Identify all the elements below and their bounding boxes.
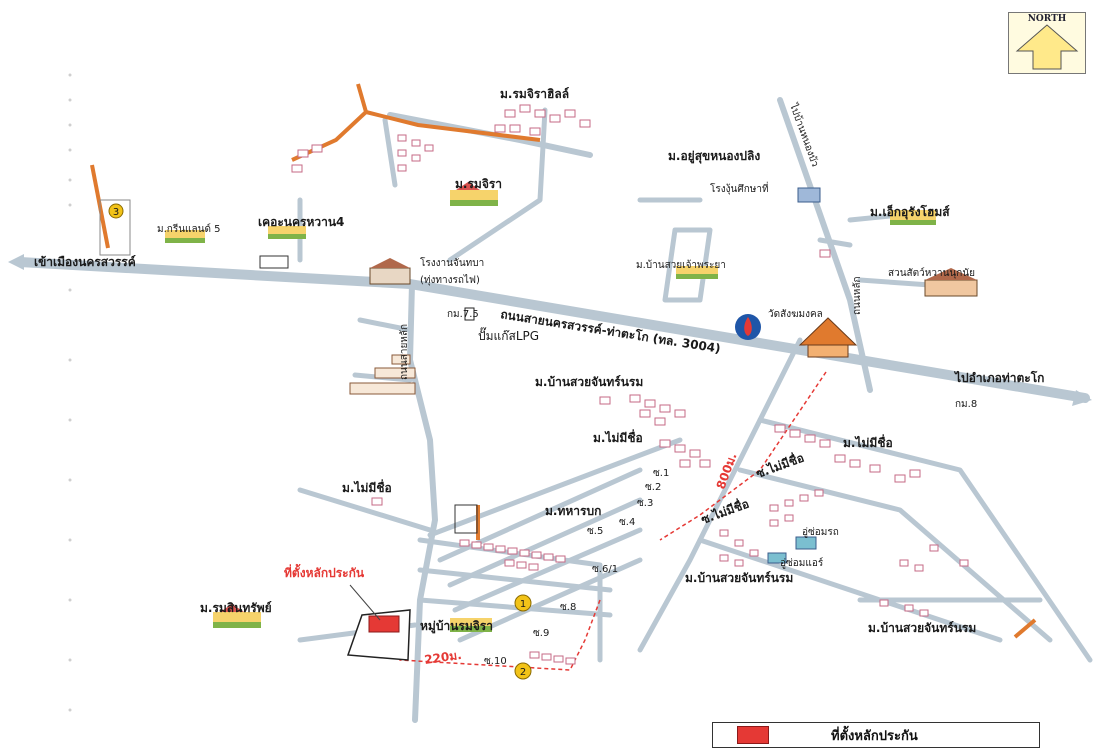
svg-text:3: 3 [113,207,119,218]
label-shop: อู่ซ่อมรถ [802,527,839,538]
temple-icon [798,317,858,358]
label-m-eak: ม.เอ็กอุรังโฮมส์ [870,204,950,220]
label-soi9: ซ.9 [533,628,549,639]
label-shop2: อู่ซ่อมแอร์ [780,557,824,569]
label-m-moo: หมู่บ้านรมจิรา [420,619,493,634]
gas-station-icon [735,314,761,340]
label-m-green: ม.กรีนแลนด์ 5 [157,223,220,235]
svg-text:2: 2 [520,667,526,678]
label-m-romsin: ม.รมสินทรัพย์ [200,601,272,615]
legend-text: ที่ตั้งหลักประกัน [831,728,918,744]
legend-swatch [737,726,769,744]
route-800m [659,371,827,541]
label-m-kha: เคอะนครหวาน4 [258,215,344,229]
label-soi4: ซ.4 [619,517,635,528]
marker-3: 3 [108,203,124,219]
house-clusters [291,104,969,665]
label-hospital2: (ทุ่งทางรถไฟ) [420,274,480,286]
label-m-ayu: ม.อยู่สุขหนองปลิง [668,149,760,164]
label-school: โรงงุ้นศึกษาที่ [710,181,769,195]
north-arrow: NORTH [1008,12,1086,74]
label-soi61: ซ.6/1 [592,564,618,575]
north-arrow-icon [1015,24,1079,70]
label-road-right: ถนนหลัก [852,276,863,315]
fuel-pump-icon [464,307,475,321]
north-label: NORTH [1027,14,1067,24]
marker-1: 1 [514,594,532,612]
label-m-maimee1: ม.ไม่มีชื่อ [593,429,643,445]
label-m-bansuay2: ม.บ้านสวยจันทร์นรม [685,571,793,585]
orange-roads [90,83,1037,639]
svg-text:1: 1 [520,599,526,610]
collateral-plot [346,584,411,661]
village-icons [165,182,978,632]
label-collateral-callout: ที่ตั้งหลักประกัน [284,563,365,580]
margin-dots [68,73,72,712]
label-to-nakhon-sawan: เข้าเมืองนครสวรรค์ [34,255,136,269]
label-soi1: ซ.1 [653,468,669,479]
small-structures [99,199,478,534]
label-lpg: ปั๊มแก๊สLPG [478,327,539,343]
label-m-bansuay3: ม.บ้านสวยจันทร์นรม [868,621,976,635]
label-m-bansuay1: ม.บ้านสวยจันทร์นรม [535,375,643,389]
label-hospital: โรงงานจันทบา [420,256,484,269]
legend: ที่ตั้งหลักประกัน [712,722,1040,748]
label-road-left: ถนนสายหลัก [399,324,410,380]
label-temple: วัดสังฆมงคล [768,309,823,320]
marker-2: 2 [514,662,532,680]
label-m-tahan: ม.ทหารบก [545,504,601,518]
label-m-chira: ม.รมจิราฮิลล์ [500,87,569,101]
label-soi5: ซ.5 [587,526,603,537]
label-m-rommira: ม.รมจิรา [455,177,502,191]
label-soi2: ซ.2 [645,482,661,493]
label-soi3: ซ.3 [637,498,653,509]
label-to-takhli: ไปอำเภอท่าตะโก [953,370,1044,385]
label-m-maimee2: ม.ไม่มีชื่อ [843,434,893,450]
label-km8: กม.8 [955,399,977,410]
label-soi8: ซ.8 [560,602,576,613]
secondary-roads [297,97,1093,723]
label-m-maimee3: ม.ไม่มีชื่อ [342,479,392,495]
label-market: สวนสัตว์หวานนุกนัย [888,267,975,279]
building-stack [349,354,416,395]
label-m-banwan: ม.บ้านสวยเจ้าพระยา [636,259,726,271]
label-soi10: ซ.10 [484,656,507,667]
label-soi-mai1: ซ.ไม่มีชื่อ [754,449,806,481]
label-dist-220: 220ม. [423,648,462,667]
label-soi-mai2: ซ.ไม่มีชื่อ [699,495,751,527]
label-km7: กม.7.5 [447,309,479,320]
